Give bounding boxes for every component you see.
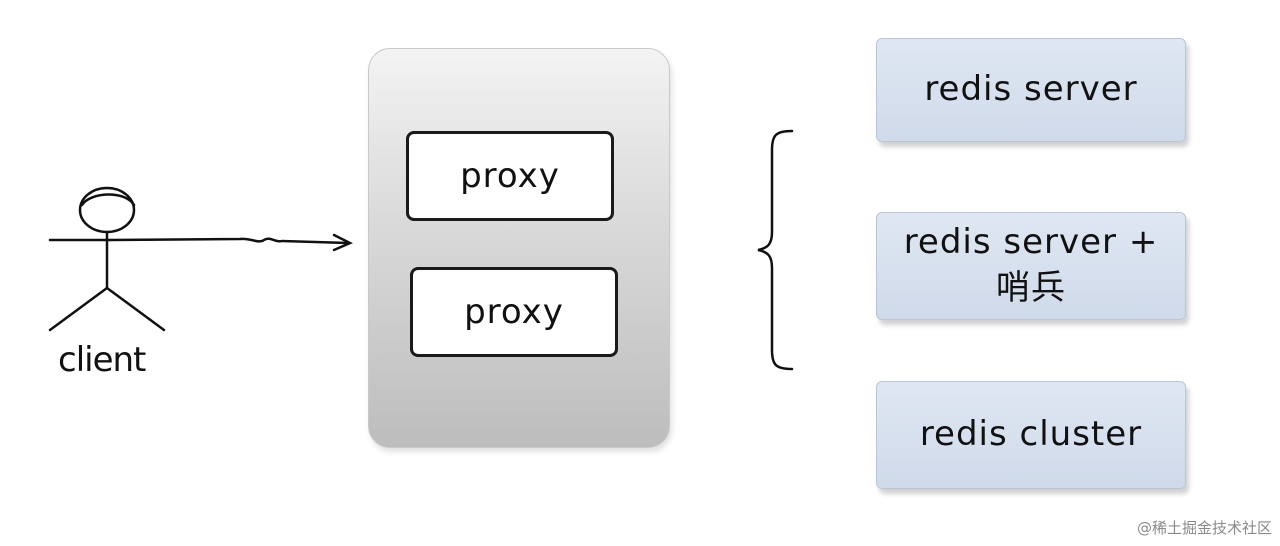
client-to-proxy-arrow xyxy=(108,233,353,252)
client-label: client xyxy=(58,340,146,380)
proxy-group xyxy=(368,48,670,448)
watermark: @稀土掘金技术社区 xyxy=(1136,519,1272,537)
proxy-node: proxy xyxy=(406,131,614,221)
redis-server-label: redis server xyxy=(924,69,1138,110)
redis-cluster-box: redis cluster xyxy=(876,381,1186,489)
redis-sentinel-label-line1: redis server + xyxy=(903,222,1159,263)
proxy-label: proxy xyxy=(464,292,564,332)
backend-brace xyxy=(757,129,794,371)
redis-sentinel-label-line2: 哨兵 xyxy=(996,268,1066,308)
client-figure-icon xyxy=(48,186,166,332)
proxy-node: proxy xyxy=(410,267,618,357)
redis-cluster-label: redis cluster xyxy=(919,414,1143,455)
proxy-label: proxy xyxy=(460,156,560,196)
redis-sentinel-box: redis server + 哨兵 xyxy=(876,212,1186,320)
redis-server-box: redis server xyxy=(876,38,1186,142)
